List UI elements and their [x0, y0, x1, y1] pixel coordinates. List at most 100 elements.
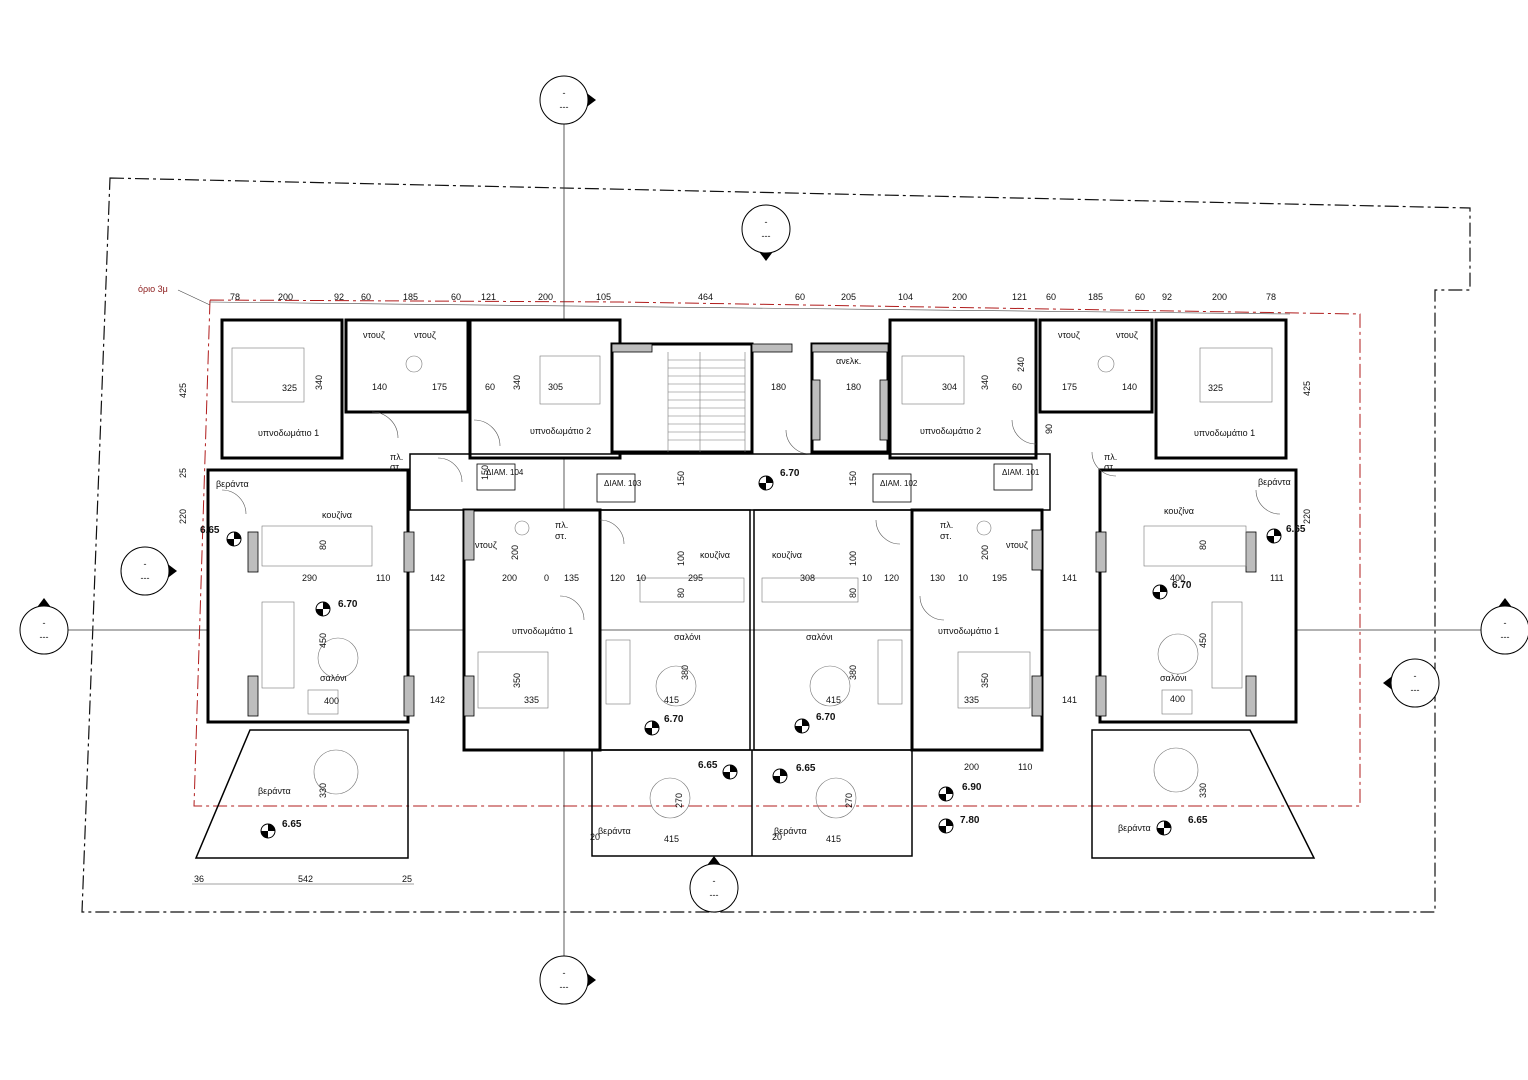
level-marker-icon	[226, 531, 242, 547]
dim: 340	[980, 375, 990, 390]
dim: 150	[480, 465, 490, 480]
apartment-tag: ΔΙΑΜ. 101	[1002, 468, 1040, 477]
room-kitchen-left: κουζίνα	[322, 510, 352, 520]
bottom-dim: 542	[298, 874, 313, 884]
room-living-left: σαλόνι	[320, 673, 347, 683]
level-marker-icon	[758, 475, 774, 491]
level-label-balcony-left: 6.65	[698, 760, 718, 771]
dim: 10	[636, 573, 646, 583]
dim: 308	[800, 573, 815, 583]
dim: 180	[846, 382, 861, 392]
room-bedroom2-left: υπνοδωμάτιο 2	[530, 426, 591, 436]
section-marker-icon: ----	[1383, 658, 1440, 708]
room-living-mid-right: σαλόνι	[806, 632, 833, 642]
furniture	[231, 347, 1273, 819]
room-shower: ντουζ	[475, 540, 497, 550]
room-bedroom2-right: υπνοδωμάτιο 2	[920, 426, 981, 436]
dim: 10	[958, 573, 968, 583]
room-veranda-bottom-right: βεράντα	[1118, 823, 1151, 833]
room-wc-2: στ.	[1104, 462, 1116, 472]
room-kitchen-right: κουζίνα	[1164, 506, 1194, 516]
boundary-leader	[177, 289, 211, 306]
room-wc-2: στ.	[390, 462, 402, 472]
room-labels: υπνοδωμάτιο 1 υπνοδωμάτιο 2 υπνοδωμάτιο …	[216, 330, 1291, 836]
level-marker-icon	[772, 768, 788, 784]
dim: 200	[980, 545, 990, 560]
room-bedroom1-right: υπνοδωμάτιο 1	[1194, 428, 1255, 438]
wall-block	[910, 508, 1044, 752]
dim: 120	[884, 573, 899, 583]
section-marker-sublabel: ---	[1411, 685, 1420, 695]
level-label-apt-right: 6.70	[1172, 580, 1192, 591]
dim: 290	[302, 573, 317, 583]
dim: 60	[1012, 382, 1022, 392]
dim: 240	[1016, 357, 1026, 372]
dim: 450	[1198, 633, 1208, 648]
dim: 200	[964, 762, 979, 772]
room-living-mid-left: σαλόνι	[674, 632, 701, 642]
room-wc-2: στ.	[555, 531, 567, 541]
level-marker-icon	[1266, 528, 1282, 544]
wall-block	[220, 318, 344, 460]
room-kitchen-mid-right: κουζίνα	[772, 550, 802, 560]
section-marker-sublabel: ---	[141, 573, 150, 583]
level-marker-icon	[260, 823, 276, 839]
dim: 100	[848, 551, 858, 566]
section-marker-icon: ----	[689, 856, 739, 913]
top-dim: 60	[451, 292, 461, 302]
top-dim: 92	[334, 292, 344, 302]
dim: 305	[548, 382, 563, 392]
wall-block	[462, 508, 602, 752]
dim: 111	[1270, 573, 1284, 583]
section-marker-sublabel: ---	[560, 102, 569, 112]
dim: 330	[1198, 783, 1208, 798]
section-marker-label: -	[765, 217, 768, 227]
dim: 340	[314, 375, 324, 390]
dim: 325	[1208, 383, 1223, 393]
level-label-balcony-right: 6.65	[796, 763, 816, 774]
top-dim: 60	[795, 292, 805, 302]
dim: 325	[282, 383, 297, 393]
level-marker-icon	[938, 818, 954, 834]
section-marker-icon: ----	[539, 955, 596, 1005]
room-veranda-bottom-left: βεράντα	[258, 786, 291, 796]
dim: 142	[430, 573, 445, 583]
level-label-mid-right: 6.70	[816, 712, 836, 723]
top-dim: 185	[1088, 292, 1103, 302]
dim: 180	[771, 382, 786, 392]
stair-treads	[667, 352, 746, 452]
dim: 80	[1198, 540, 1208, 550]
section-marker-icon: ----	[1480, 598, 1528, 655]
wall-block	[468, 318, 622, 460]
dim: 141	[1062, 695, 1077, 705]
boundary-label: όριο 3μ	[138, 284, 168, 294]
dim: 141	[1062, 573, 1077, 583]
level-label-veranda-top-right: 6.65	[1286, 524, 1306, 535]
wall-block	[1154, 318, 1288, 460]
bottom-dim: 36	[194, 874, 204, 884]
dim: 380	[680, 665, 690, 680]
inner-dimensions: 325 340 140 175 60 340 305 180 180 304 3…	[178, 357, 1312, 844]
top-dim: 60	[361, 292, 371, 302]
section-marker-icon: ----	[741, 204, 791, 261]
room-veranda-top-left: βεράντα	[216, 479, 249, 489]
room-elevator: ανελκ.	[836, 356, 861, 366]
dim: 20	[772, 832, 782, 842]
stair-core	[610, 342, 754, 454]
section-marker-label: -	[1414, 671, 1417, 681]
section-marker-label: -	[563, 88, 566, 98]
level-label-veranda-bottom-right: 6.65	[1188, 815, 1208, 826]
corridor	[409, 453, 1051, 511]
plot-boundary	[81, 177, 1471, 913]
dim: 200	[510, 545, 520, 560]
section-marker-label: -	[713, 876, 716, 886]
top-dim: 105	[596, 292, 611, 302]
room-veranda-mid-right: βεράντα	[774, 826, 807, 836]
top-dim: 78	[230, 292, 240, 302]
dim: 175	[432, 382, 447, 392]
dim: 425	[178, 383, 188, 398]
door-swings	[221, 411, 1281, 621]
top-dimension-line	[209, 301, 1291, 315]
dim: 130	[930, 573, 945, 583]
